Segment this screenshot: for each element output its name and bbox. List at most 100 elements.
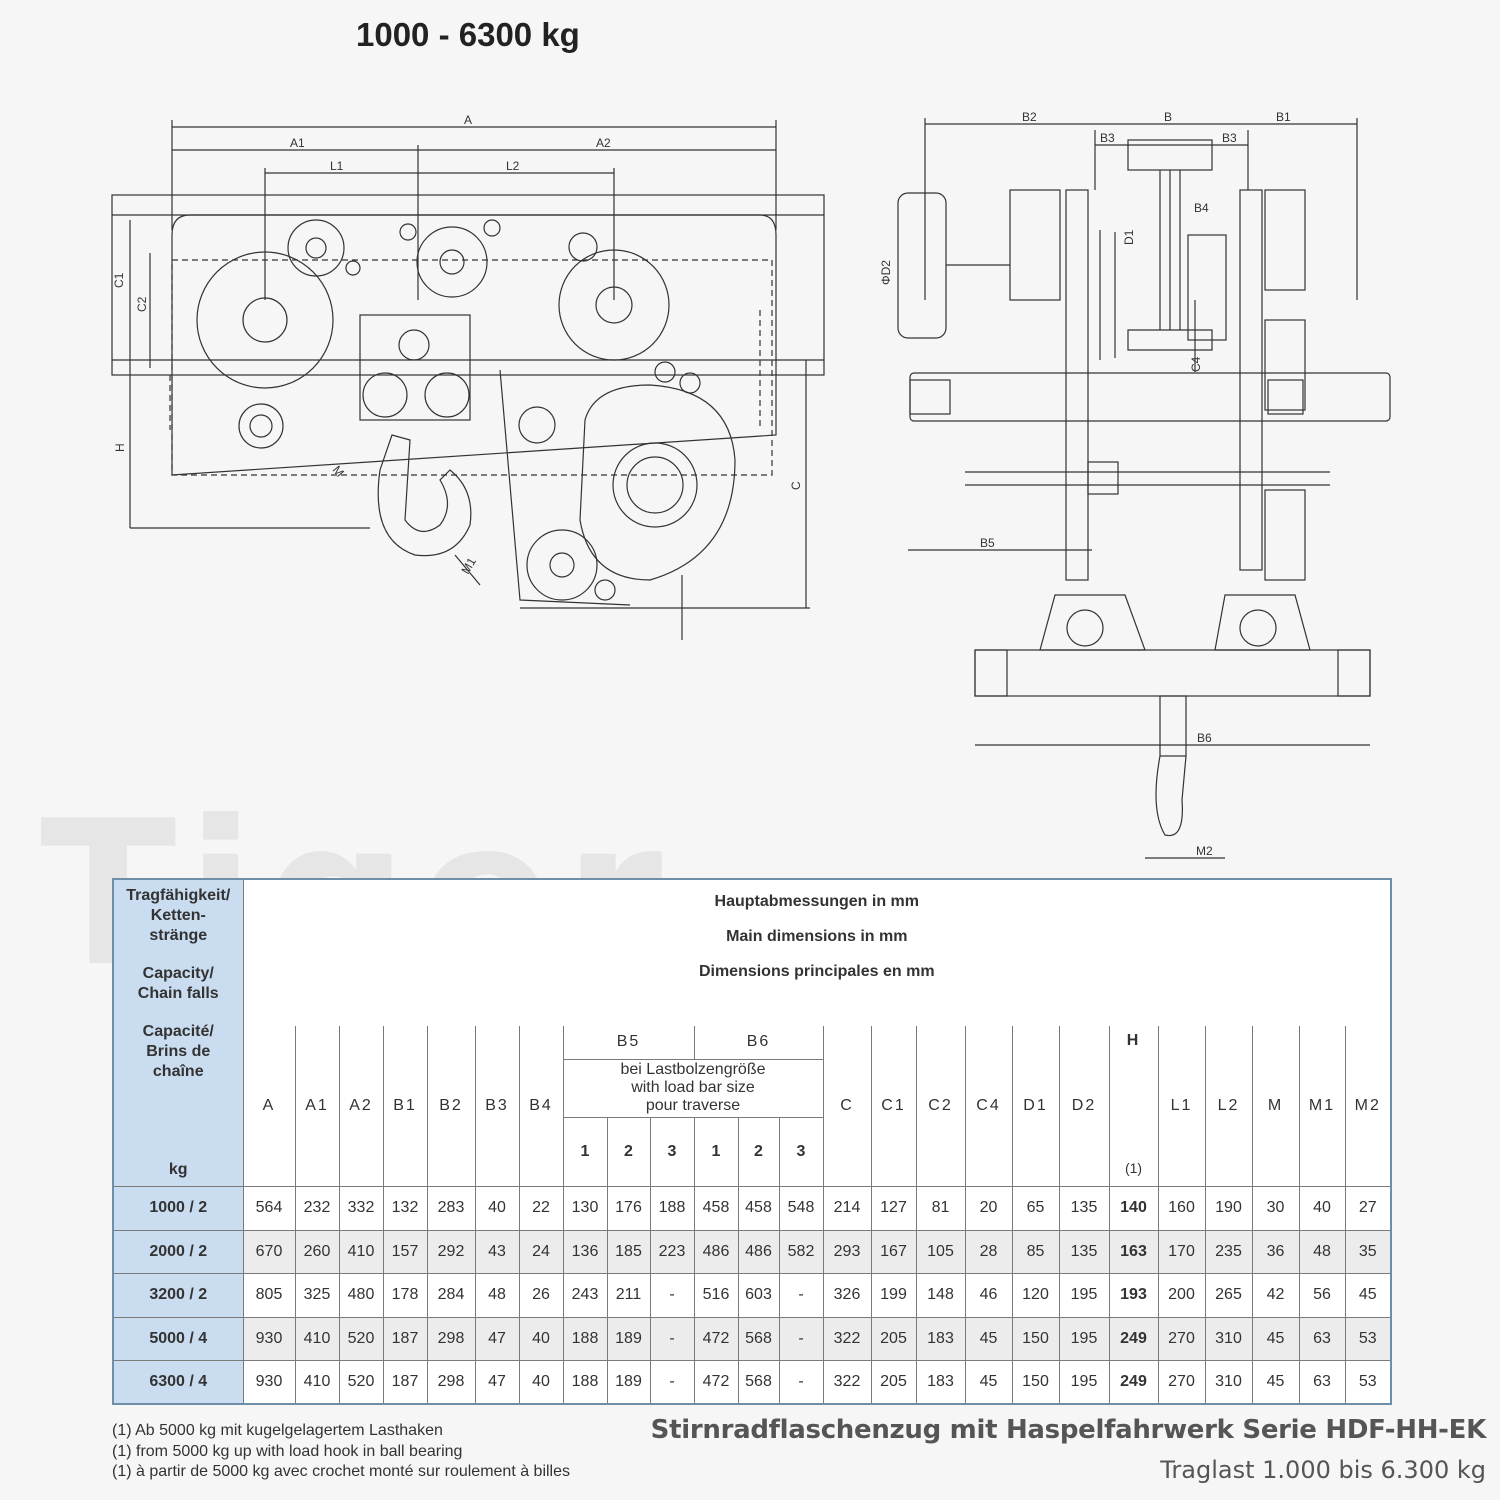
value-cell: 520 [338, 1316, 384, 1361]
value-cell: 205 [870, 1360, 917, 1405]
value-cell: 183 [915, 1360, 966, 1405]
col-header-M1: M1 [1298, 1025, 1346, 1187]
size-3: 3 [778, 1117, 824, 1187]
svg-text:C1: C1 [112, 272, 126, 288]
value-cell: 35 [1344, 1229, 1392, 1274]
value-cell: 40 [518, 1360, 564, 1405]
col-header-D1: D1 [1011, 1025, 1060, 1187]
main-dimensions-fr: Dimensions principales en mm [698, 963, 935, 980]
value-cell: 298 [426, 1316, 476, 1361]
value-cell: 53 [1344, 1316, 1392, 1361]
value-cell: 130 [562, 1186, 608, 1231]
value-cell: 243 [562, 1273, 608, 1318]
col-header-H-label: H [1126, 1031, 1141, 1049]
value-cell: 81 [915, 1186, 966, 1231]
footnotes: (1) Ab 5000 kg mit kugelgelagertem Lasth… [112, 1421, 570, 1483]
value-cell: 520 [338, 1360, 384, 1405]
size-1: 1 [562, 1117, 608, 1187]
svg-text:B3: B3 [1222, 131, 1237, 145]
value-cell: 150 [1011, 1316, 1060, 1361]
value-cell: 805 [242, 1273, 296, 1318]
value-cell: 260 [294, 1229, 340, 1274]
value-cell: 45 [1344, 1273, 1392, 1318]
svg-text:A1: A1 [290, 136, 305, 150]
svg-text:A2: A2 [596, 136, 611, 150]
value-cell: 148 [915, 1273, 966, 1318]
value-cell: 232 [294, 1186, 340, 1231]
value-cell: 45 [964, 1360, 1013, 1405]
value-cell: 270 [1157, 1316, 1206, 1361]
value-cell: 603 [737, 1273, 780, 1318]
value-cell: - [649, 1360, 695, 1405]
col-header-H: H (1) [1108, 1025, 1159, 1187]
col-header-C1: C1 [870, 1025, 917, 1187]
col-header-D2: D2 [1058, 1025, 1110, 1187]
value-cell: 40 [1298, 1186, 1346, 1231]
value-cell: 187 [382, 1316, 428, 1361]
value-cell: 310 [1204, 1316, 1253, 1361]
value-cell: 195 [1058, 1316, 1110, 1361]
side-view-drawing [111, 120, 825, 640]
load-bar-note: bei Lastbolzengröße with load bar size p… [562, 1058, 824, 1119]
value-cell: 28 [964, 1229, 1013, 1274]
value-cell: 332 [338, 1186, 384, 1231]
value-cell: 516 [693, 1273, 739, 1318]
col-header-C4: C4 [964, 1025, 1013, 1187]
value-cell: 410 [294, 1316, 340, 1361]
svg-text:L1: L1 [330, 159, 344, 173]
value-cell: 298 [426, 1360, 476, 1405]
value-cell: 235 [1204, 1229, 1253, 1274]
value-cell: 270 [1157, 1360, 1206, 1405]
col-header-A: A [242, 1025, 296, 1187]
col-header-M2: M2 [1344, 1025, 1392, 1187]
value-cell: 22 [518, 1186, 564, 1231]
value-cell: 249 [1108, 1316, 1159, 1361]
value-cell: 284 [426, 1273, 476, 1318]
value-cell: 410 [294, 1360, 340, 1405]
col-header-B4: B4 [518, 1025, 564, 1187]
value-cell: 46 [964, 1273, 1013, 1318]
col-header-B1: B1 [382, 1025, 428, 1187]
value-cell: 53 [1344, 1360, 1392, 1405]
dimension-labels: A A1 A2 L1 L2 C1 C2 H C M M1 B2 B B1 B3 … [112, 110, 1291, 858]
technical-drawing: A A1 A2 L1 L2 C1 C2 H C M M1 B2 B B1 B3 … [111, 110, 1391, 859]
value-cell: 199 [870, 1273, 917, 1318]
value-cell: 322 [822, 1316, 872, 1361]
value-cell: - [778, 1316, 824, 1361]
value-cell: 105 [915, 1229, 966, 1274]
value-cell: 136 [562, 1229, 608, 1274]
value-cell: 249 [1108, 1360, 1159, 1405]
col-header-C: C [822, 1025, 872, 1187]
value-cell: 40 [518, 1316, 564, 1361]
col-header-B3: B3 [474, 1025, 520, 1187]
value-cell: 160 [1157, 1186, 1206, 1231]
size-1: 1 [693, 1117, 739, 1187]
main-dimensions-en: Main dimensions in mm [726, 928, 908, 945]
col-header-B2: B2 [426, 1025, 476, 1187]
value-cell: 930 [242, 1316, 296, 1361]
value-cell: 40 [474, 1186, 520, 1231]
value-cell: 45 [1251, 1316, 1300, 1361]
value-cell: 211 [606, 1273, 651, 1318]
value-cell: 140 [1108, 1186, 1159, 1231]
value-cell: 205 [870, 1316, 917, 1361]
value-cell: 548 [778, 1186, 824, 1231]
size-3: 3 [649, 1117, 695, 1187]
value-cell: 582 [778, 1229, 824, 1274]
value-cell: 176 [606, 1186, 651, 1231]
capacity-header-de: Tragfähigkeit/ Ketten- stränge [126, 887, 231, 944]
value-cell: 223 [649, 1229, 695, 1274]
value-cell: 325 [294, 1273, 340, 1318]
value-cell: 486 [737, 1229, 780, 1274]
value-cell: 150 [1011, 1360, 1060, 1405]
value-cell: - [778, 1360, 824, 1405]
value-cell: 135 [1058, 1186, 1110, 1231]
value-cell: 20 [964, 1186, 1013, 1231]
svg-text:A: A [464, 113, 472, 127]
svg-text:C: C [789, 481, 803, 490]
load-bar-en: with load bar size [631, 1079, 755, 1097]
value-cell: 472 [693, 1316, 739, 1361]
h-footnote-ref: (1) [1124, 1160, 1143, 1176]
svg-text:C4: C4 [1189, 356, 1203, 372]
